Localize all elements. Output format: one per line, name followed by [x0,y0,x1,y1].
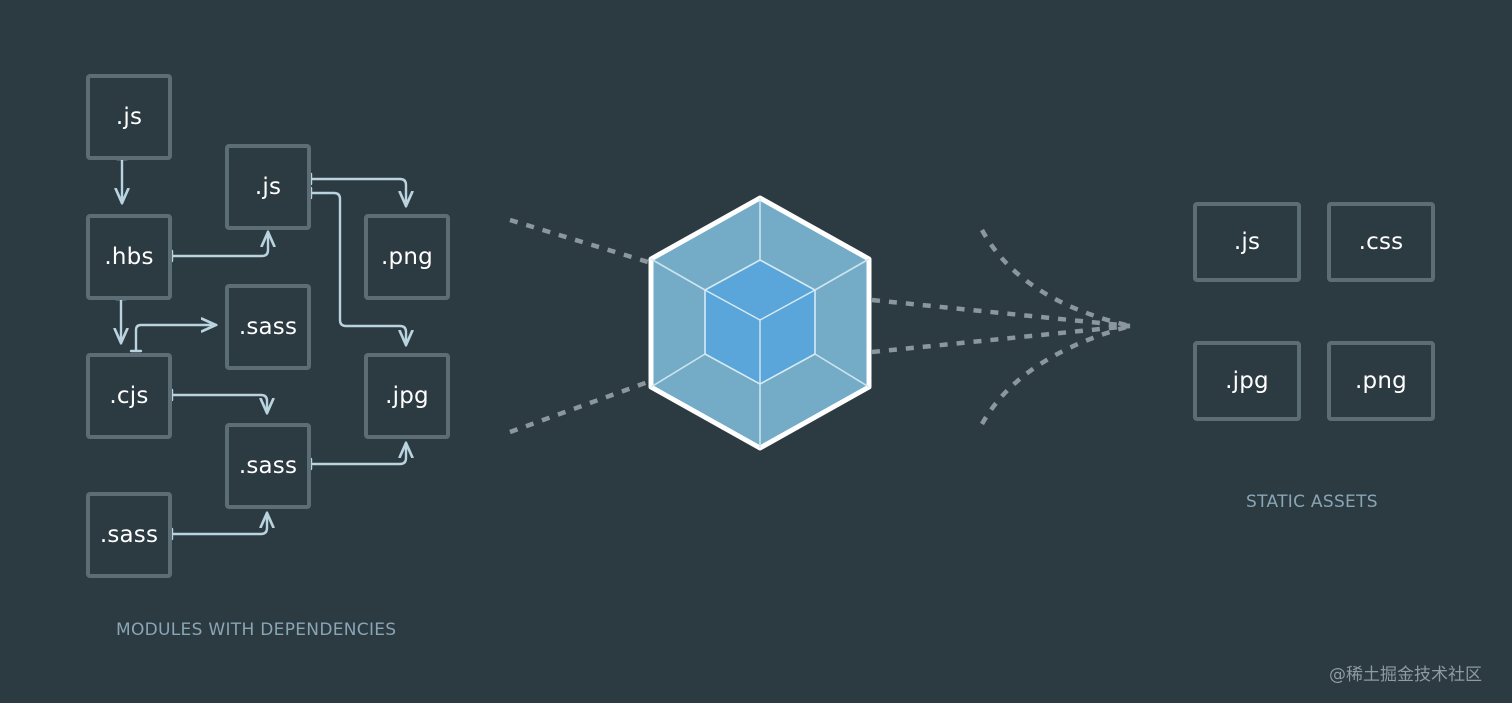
module-js-mid: .js [225,144,311,230]
arrow-hbs-to-js [170,232,268,258]
module-sass-lower: .sass [225,423,311,509]
arrow-js-to-jpg [309,191,406,345]
arrow-cjs-to-sass-lower [170,393,267,413]
asset-js: .js [1193,202,1301,282]
module-jpg: .jpg [364,353,450,439]
module-cjs: .cjs [86,353,172,439]
module-sass-bottom-left: .sass [86,492,172,578]
flow-curve-bottom [980,323,1131,426]
flow-lines [509,217,1131,435]
arrow-sass-to-sass [170,513,267,536]
flow-curve-top [980,228,1131,329]
webpack-cube-icon [648,195,872,451]
modules-caption: MODULES WITH DEPENDENCIES [116,620,397,640]
flow-line-in-bottom [509,379,649,435]
module-png: .png [364,214,450,300]
asset-png: .png [1327,341,1435,421]
module-hbs: .hbs [86,214,172,300]
arrow-sass-to-jpg [309,443,406,466]
arrow-js-to-png [309,177,406,206]
arrow-cjs-to-sass [134,325,216,353]
watermark: @稀土掘金技术社区 [1329,665,1482,685]
module-sass-mid: .sass [225,284,311,370]
asset-jpg: .jpg [1193,341,1301,421]
assets-caption: STATIC ASSETS [1246,492,1378,512]
asset-css: .css [1327,202,1435,282]
module-js-top: .js [86,74,172,160]
flow-line-in-top [509,217,649,265]
